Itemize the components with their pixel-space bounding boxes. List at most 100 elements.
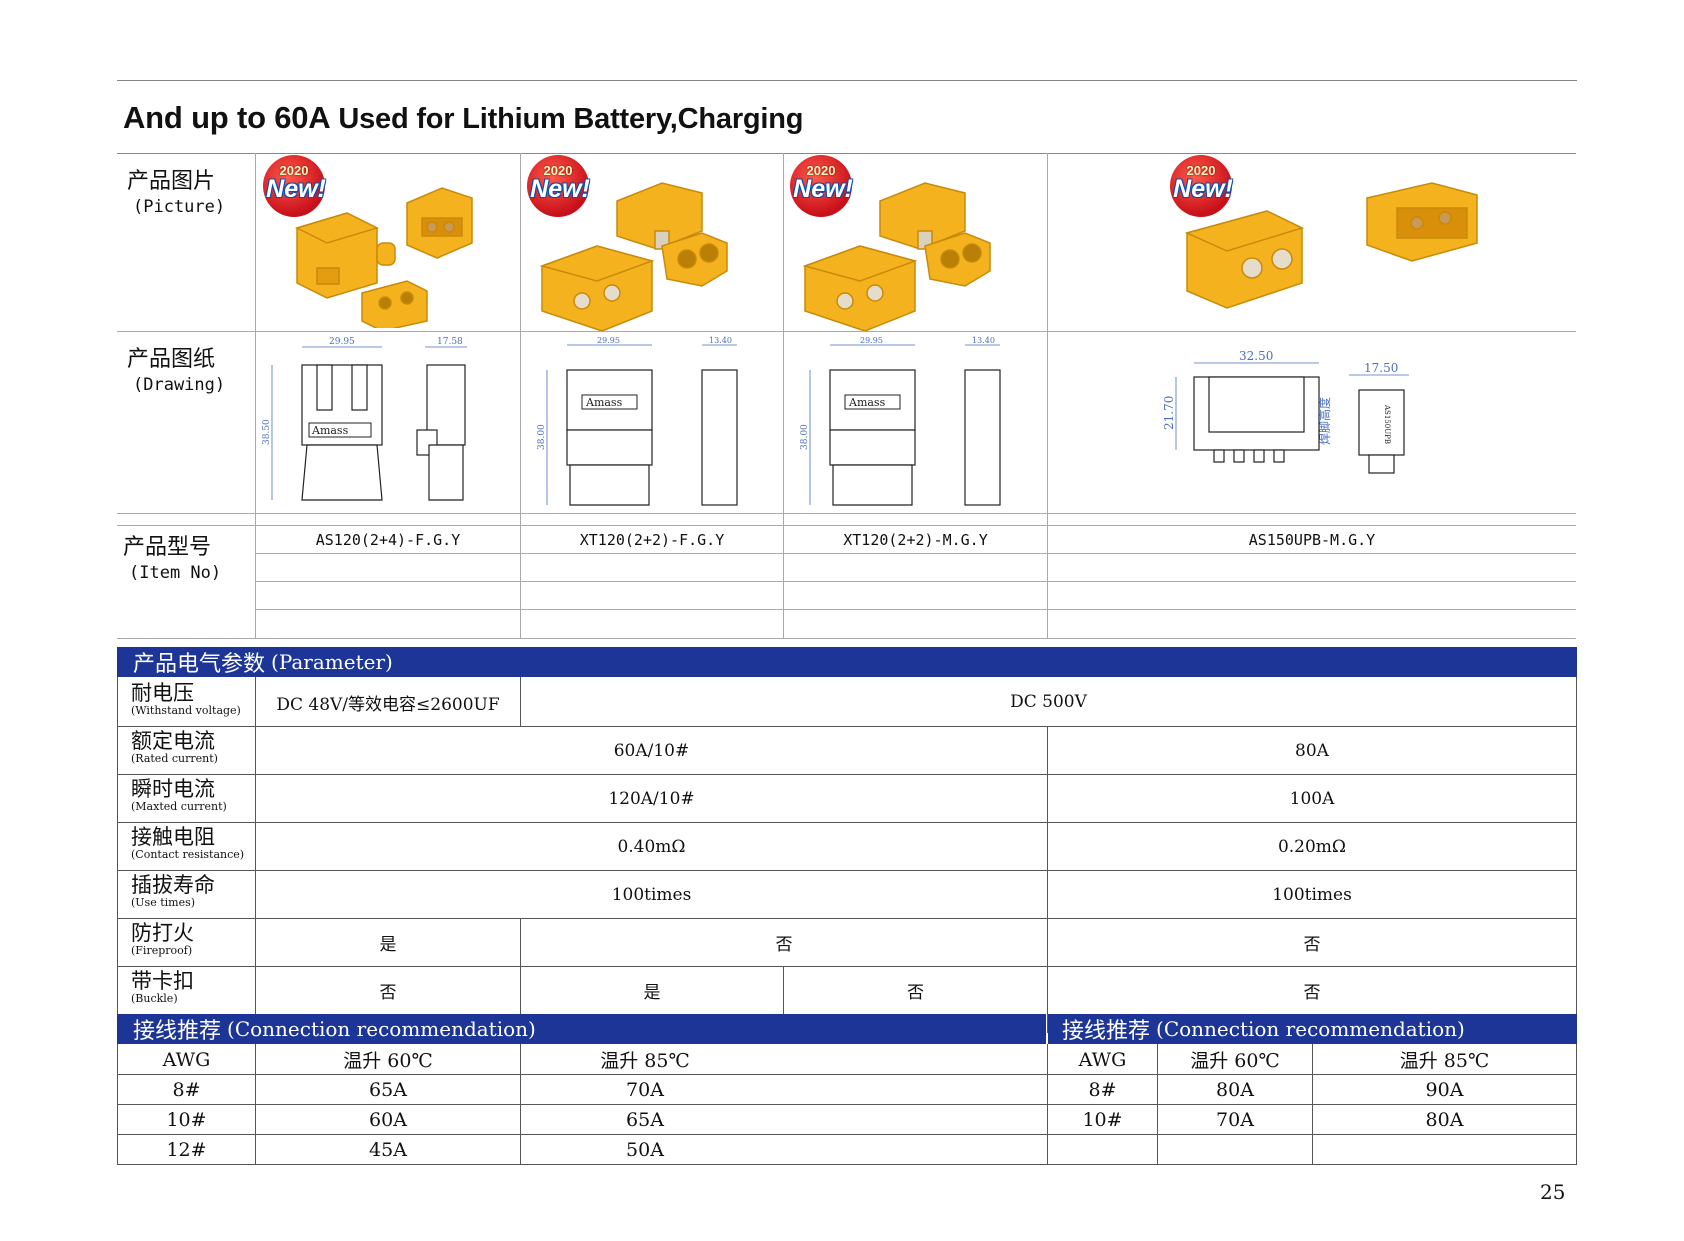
param-value: DC 48V/等效电容≤2600UF: [276, 694, 500, 715]
grid-line: [255, 609, 1576, 610]
dim-note: 焊脚高度: [1317, 397, 1332, 445]
param-value: 否: [379, 983, 397, 1003]
connection-header-right: 接线推荐(Connection recommendation): [1048, 1014, 1577, 1044]
param-label-resistance: 接触电阻(Contact resistance): [131, 825, 245, 861]
svg-text:Amass: Amass: [848, 396, 886, 409]
dim-depth: 13.40: [972, 336, 995, 345]
brand-mark: [581, 394, 638, 410]
param-label-buckle: 带卡扣(Buckle): [131, 969, 194, 1005]
connection-header-left: 接线推荐(Connection recommendation): [117, 1014, 1046, 1044]
param-value: 100A: [1289, 788, 1335, 809]
param-value: 100times: [1272, 884, 1352, 905]
parameter-header: 产品电气参数(Parameter): [117, 647, 1577, 677]
dim-height: 38.00: [537, 424, 547, 450]
product-grid: 产品图片 (Picture) 产品图纸 (Drawing) 产品型号 (Item…: [117, 153, 1576, 641]
param-value: 否: [775, 935, 793, 955]
param-value: 60A/10#: [613, 740, 690, 761]
table-line: [117, 677, 118, 1033]
drawing-xt120-f: 29.95 13.40 38.00 Amass: [537, 336, 738, 506]
table-line: [117, 966, 1577, 967]
model-4: AS150UPB-M.G.Y: [1248, 530, 1376, 549]
dim-width: 29.95: [597, 336, 620, 345]
conn-cell: 10#: [166, 1108, 207, 1131]
product-photo-as150upb: [1184, 182, 1478, 309]
drawing-xt120-m: 29.95 13.40 38.00 Amass: [800, 336, 1001, 506]
conn-cell: 65A: [369, 1078, 407, 1101]
param-value: 100times: [611, 884, 692, 905]
conn-cell: 80A: [1216, 1078, 1254, 1101]
grid-line: [117, 638, 1576, 639]
param-label-rated: 额定电流(Rated current): [131, 729, 218, 765]
dim-depth: 17.58: [437, 337, 463, 347]
conn-cell: 8#: [1088, 1078, 1117, 1101]
top-rule: [117, 80, 1577, 81]
table-line: [783, 966, 784, 1033]
product-photo-as120: [294, 187, 473, 328]
conn-cell: 8#: [172, 1078, 201, 1101]
drawing-as120: 29.95 17.58 38.50 Amass: [262, 337, 467, 501]
grid-line: [117, 153, 1576, 154]
conn-header-awg: AWG: [1078, 1048, 1127, 1071]
table-line: [1047, 726, 1048, 1033]
product-photo-xt120-m: [802, 182, 991, 331]
conn-header-60: 温升 60℃: [1190, 1050, 1280, 1072]
brand-mark: [844, 394, 901, 410]
param-value: 否: [1303, 983, 1321, 1003]
grid-line: [255, 553, 1576, 554]
conn-cell: 70A: [626, 1078, 664, 1101]
grid-line: [255, 581, 1576, 582]
conn-cell: 65A: [626, 1108, 664, 1131]
model-3: XT120(2+2)-M.G.Y: [843, 530, 988, 549]
dim-width: 29.95: [860, 336, 883, 345]
svg-text:Amass: Amass: [311, 424, 349, 437]
table-line: [520, 918, 521, 1033]
table-line: [255, 677, 256, 1033]
grid-line: [1047, 153, 1048, 638]
table-line: [117, 1104, 1577, 1105]
table-line: [117, 1134, 1577, 1135]
dim-height: 38.50: [262, 419, 272, 445]
picture-label: 产品图片 (Picture): [127, 169, 226, 217]
svg-text:Amass: Amass: [585, 396, 623, 409]
drawing-label: 产品图纸 (Drawing): [127, 347, 226, 395]
conn-cell: 80A: [1425, 1108, 1464, 1131]
param-value: 0.20mΩ: [1277, 836, 1347, 857]
dim-depth: 13.40: [709, 336, 732, 345]
item-label: 产品型号 (Item No): [123, 535, 222, 583]
table-line: [117, 774, 1577, 775]
drawing-as150upb: 32.50 17.50 21.70 焊脚高度 AS150UPB: [1162, 349, 1409, 474]
conn-cell: 70A: [1216, 1108, 1254, 1131]
dim-width: 32.50: [1239, 349, 1273, 363]
grid-line: [520, 153, 521, 638]
param-value: 80A: [1295, 740, 1329, 761]
table-line: [117, 822, 1577, 823]
table-line: [117, 726, 1577, 727]
table-line: [117, 870, 1577, 871]
brand-mark: [308, 422, 372, 438]
param-label-voltage: 耐电压(Withstand voltage): [131, 681, 241, 717]
param-value: 120A/10#: [608, 788, 695, 809]
table-line: [117, 1074, 1577, 1075]
param-value: 是: [379, 935, 397, 955]
model-1: AS120(2+4)-F.G.Y: [315, 530, 461, 549]
parameter-table: 产品电气参数(Parameter) 耐电压(Withstand voltage)…: [117, 647, 1577, 1172]
param-label-use-times: 插拔寿命(Use times): [131, 873, 215, 909]
grid-line: [783, 153, 784, 638]
param-value: DC 500V: [1010, 692, 1087, 712]
conn-header-60: 温升 60℃: [343, 1050, 433, 1072]
table-line: [520, 677, 521, 726]
page-number: 25: [1540, 1180, 1566, 1204]
conn-header-awg: AWG: [162, 1048, 211, 1071]
conn-cell: 12#: [166, 1138, 207, 1161]
model-2: XT120(2+2)-F.G.Y: [579, 530, 725, 549]
conn-cell: 10#: [1082, 1108, 1123, 1131]
param-value: 否: [907, 983, 924, 1003]
grid-line: [117, 331, 1576, 332]
param-value: 否: [1303, 935, 1321, 955]
conn-header-85: 温升 85℃: [1399, 1050, 1490, 1072]
dim-depth: 17.50: [1364, 361, 1398, 375]
